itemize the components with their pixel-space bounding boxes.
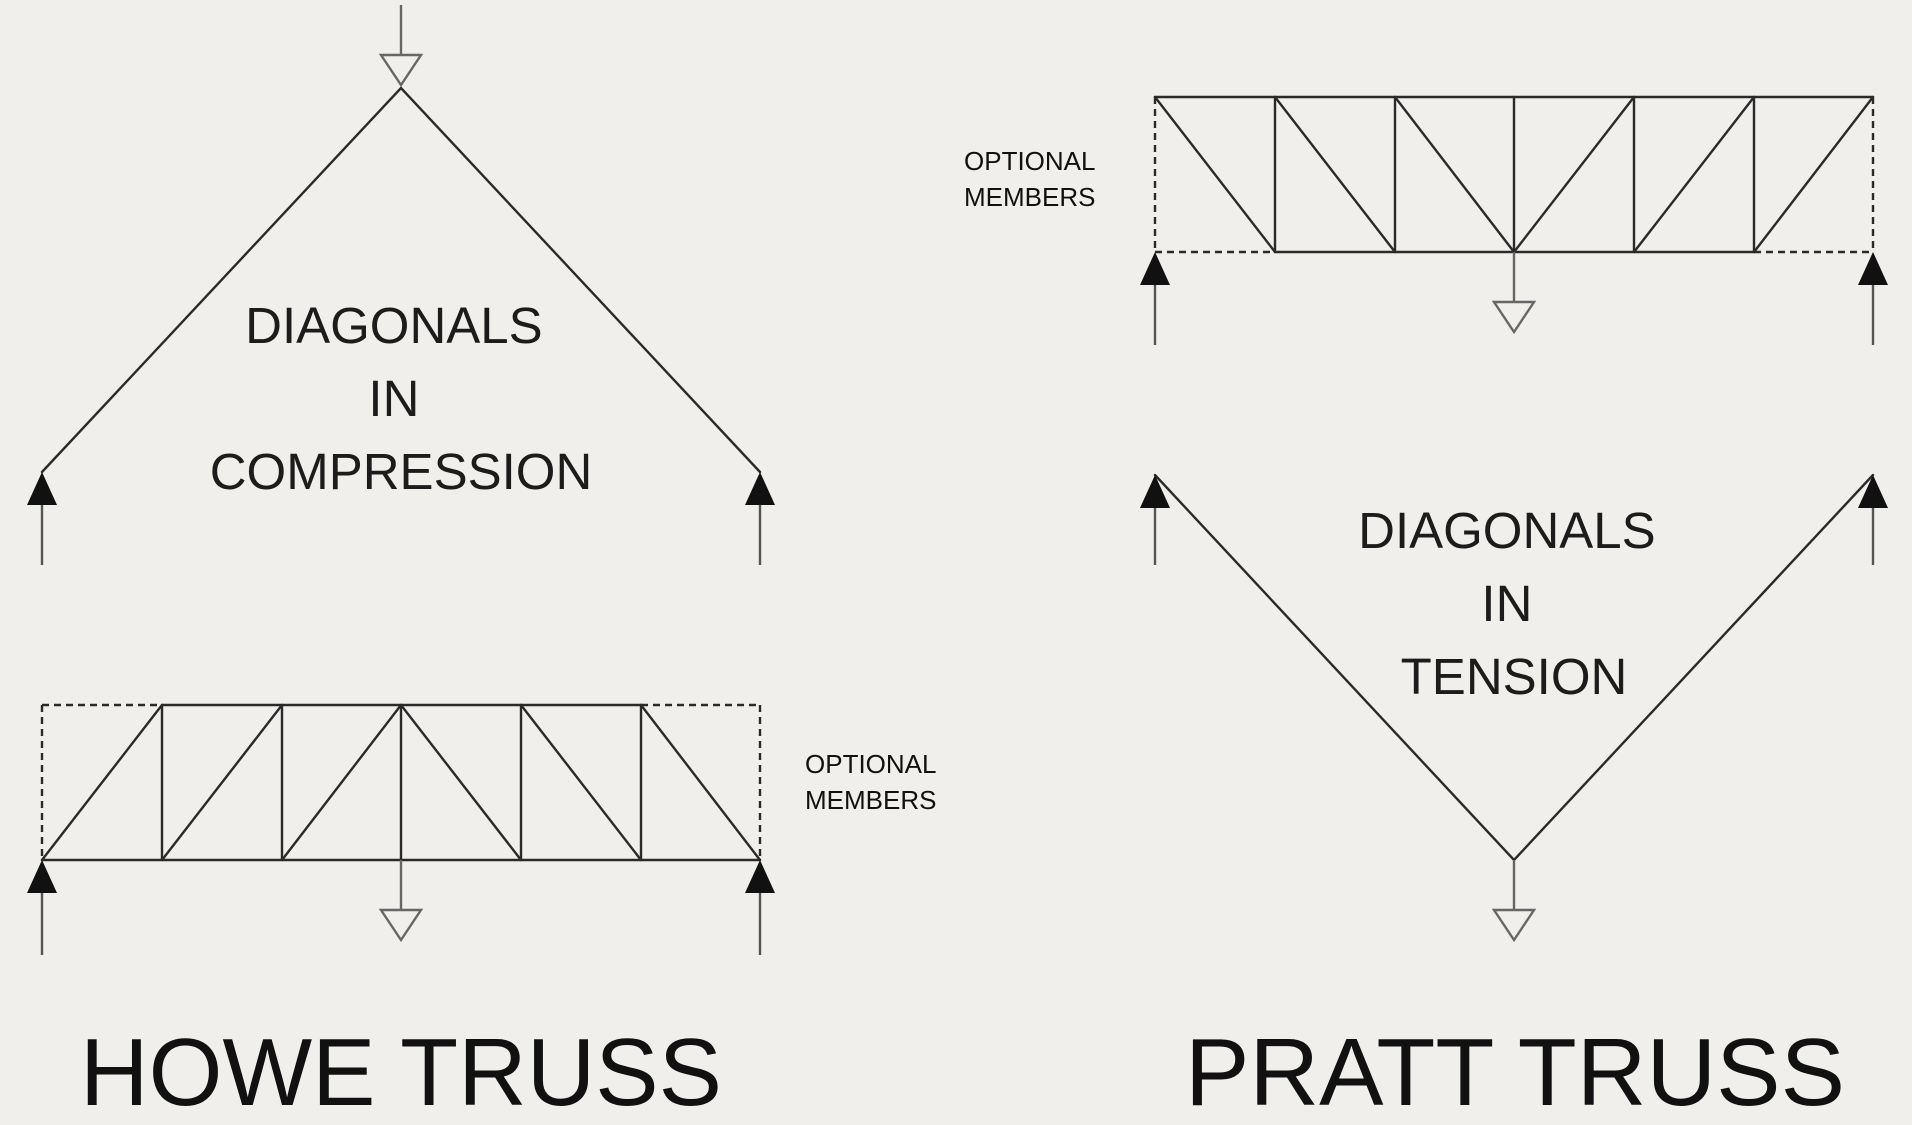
- howe-load-arrow-head: [378, 53, 424, 88]
- pratt-tension-diagram: DIAGONALS IN TENSION: [1140, 473, 1888, 943]
- pratt-diagonal: [1273, 95, 1397, 254]
- howe-diagonal: [280, 703, 403, 862]
- howe-left-reaction-arrow-head: [27, 472, 57, 505]
- howe-optional-label-line-1: OPTIONAL: [805, 749, 936, 779]
- howe-arch-label-line-2: IN: [368, 370, 419, 427]
- pratt-section: OPTIONAL MEMBERS DIAGONALS IN TENSION PR…: [964, 95, 1888, 1125]
- howe-title: HOWE TRUSS: [80, 1019, 722, 1125]
- howe-truss-right-reaction-arrow-head: [745, 860, 775, 893]
- pratt-optional-label-line-1: OPTIONAL: [964, 146, 1095, 176]
- pratt-load-arrow-head: [1491, 908, 1537, 943]
- pratt-arch-label-line-1: DIAGONALS: [1358, 502, 1656, 559]
- pratt-right-reaction-arrow-head: [1858, 475, 1888, 508]
- howe-arch-label-line-3: COMPRESSION: [210, 443, 593, 500]
- pratt-diagonal: [1632, 95, 1756, 254]
- pratt-truss-load-arrow-head: [1491, 300, 1537, 335]
- howe-arch-label-line-1: DIAGONALS: [245, 297, 543, 354]
- howe-section: DIAGONALS IN COMPRESSION: [27, 5, 943, 1125]
- pratt-diagonal: [1393, 95, 1516, 254]
- howe-arch-label: DIAGONALS IN COMPRESSION: [210, 297, 593, 500]
- howe-diagonal: [40, 703, 164, 862]
- howe-optional-members-label: OPTIONAL MEMBERS: [805, 749, 943, 815]
- pratt-truss-left-reaction-arrow-head: [1140, 252, 1170, 285]
- pratt-arch-label: DIAGONALS IN TENSION: [1358, 502, 1670, 705]
- howe-compression-member: [40, 86, 762, 474]
- howe-truss-load-arrow-head: [378, 908, 424, 943]
- pratt-diagonal: [1512, 95, 1636, 254]
- pratt-arch-label-line-2: IN: [1481, 575, 1532, 632]
- pratt-truss-diagram: OPTIONAL MEMBERS: [964, 95, 1888, 345]
- howe-truss-left-reaction-arrow-head: [27, 860, 57, 893]
- pratt-title: PRATT TRUSS: [1185, 1019, 1845, 1125]
- pratt-truss-right-reaction-arrow-head: [1858, 252, 1888, 285]
- pratt-diagonal: [1752, 95, 1875, 254]
- howe-diagonal: [639, 703, 762, 862]
- howe-diagonal: [160, 703, 284, 862]
- howe-compression-diagram: DIAGONALS IN COMPRESSION: [27, 5, 775, 565]
- howe-diagonal: [519, 703, 643, 862]
- pratt-diagonal: [1153, 95, 1277, 254]
- howe-optional-label-line-2: MEMBERS: [805, 785, 936, 815]
- pratt-optional-members-label: OPTIONAL MEMBERS: [964, 146, 1102, 212]
- pratt-optional-label-line-2: MEMBERS: [964, 182, 1095, 212]
- howe-truss-diagram: OPTIONAL MEMBERS: [27, 703, 943, 955]
- pratt-left-reaction-arrow-head: [1140, 475, 1170, 508]
- pratt-arch-label-line-3: TENSION: [1401, 648, 1628, 705]
- howe-right-reaction-arrow-head: [745, 472, 775, 505]
- howe-diagonal: [399, 703, 523, 862]
